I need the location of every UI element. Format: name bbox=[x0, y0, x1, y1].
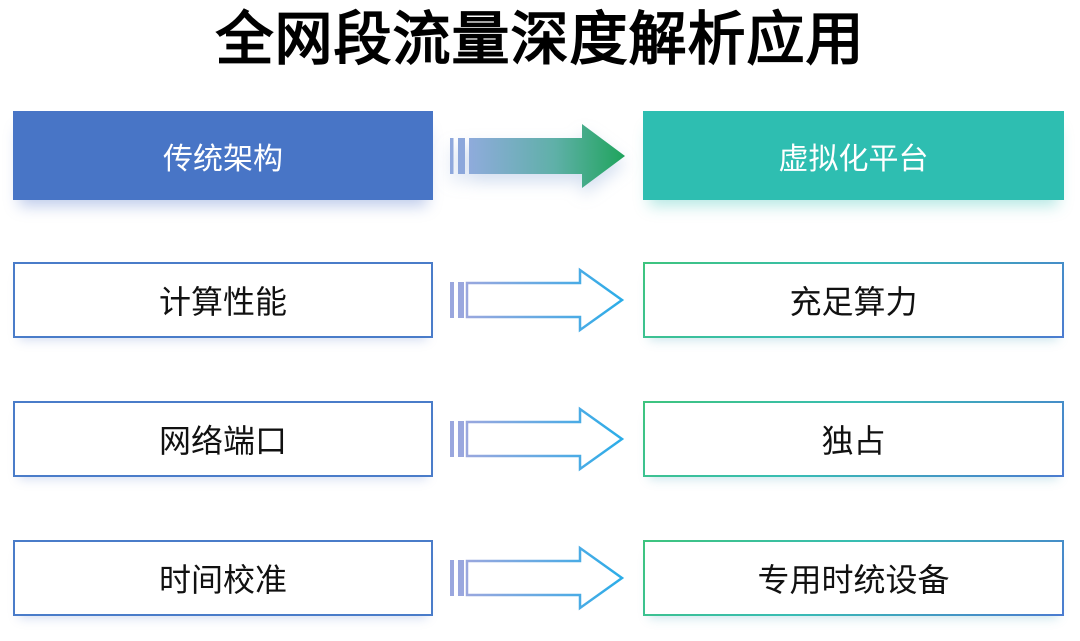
page-title: 全网段流量深度解析应用 bbox=[215, 7, 865, 72]
header-virtualization-platform: 虚拟化平台 bbox=[643, 111, 1064, 200]
row-right-inner: 专用时统设备 bbox=[645, 542, 1062, 614]
header-row: 传统架构 虚拟化平台 bbox=[13, 111, 1064, 200]
row-right-box: 充足算力 bbox=[643, 262, 1064, 338]
header-traditional-label: 传统架构 bbox=[163, 142, 283, 176]
row-right-label: 专用时统设备 bbox=[757, 562, 950, 598]
row-left-label: 网络端口 bbox=[158, 423, 287, 459]
row-right-label: 充足算力 bbox=[789, 284, 918, 320]
header-traditional-architecture: 传统架构 bbox=[13, 111, 433, 200]
row-left-label: 时间校准 bbox=[158, 562, 287, 598]
row-right-inner: 充足算力 bbox=[645, 264, 1062, 336]
row-arrow-cell bbox=[433, 267, 643, 333]
row-arrow-cell bbox=[433, 545, 643, 611]
mapping-row-compute: 计算性能 充足算力 bbox=[13, 262, 1064, 338]
row-right-box: 专用时统设备 bbox=[643, 540, 1064, 616]
mapping-row-network: 网络端口 独占 bbox=[13, 401, 1064, 477]
row-left-box: 计算性能 bbox=[13, 262, 433, 338]
striped-right-arrow-filled-icon bbox=[450, 123, 625, 188]
row-arrow-cell bbox=[433, 406, 643, 472]
striped-right-arrow-outline-icon bbox=[450, 545, 625, 611]
striped-right-arrow-outline-icon bbox=[450, 406, 625, 472]
row-right-label: 独占 bbox=[821, 423, 886, 459]
row-left-label: 计算性能 bbox=[158, 284, 287, 320]
header-virtualization-label: 虚拟化平台 bbox=[778, 142, 929, 176]
striped-right-arrow-outline-icon bbox=[450, 267, 625, 333]
mapping-row-time: 时间校准 专用时统设备 bbox=[13, 540, 1064, 616]
row-right-inner: 独占 bbox=[645, 403, 1062, 475]
row-left-box: 时间校准 bbox=[13, 540, 433, 616]
header-arrow-cell bbox=[433, 123, 643, 189]
row-left-box: 网络端口 bbox=[13, 401, 433, 477]
row-right-box: 独占 bbox=[643, 401, 1064, 477]
